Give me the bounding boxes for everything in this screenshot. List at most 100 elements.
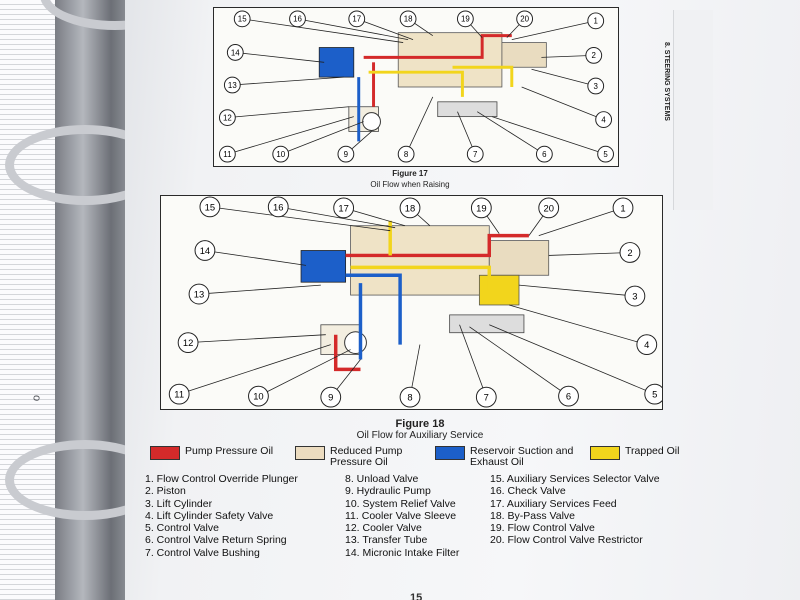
callout-bubble (399, 386, 421, 408)
callout-leader-line (343, 207, 406, 227)
callout-bubble (624, 285, 646, 307)
callout-bubble (595, 111, 613, 128)
callout-leader-line (258, 349, 351, 397)
parts-list-column-1: 1. Flow Control Override Plunger 2. Pist… (145, 473, 298, 559)
callout-number: 17 (352, 15, 361, 24)
callout-leader-line (232, 76, 344, 86)
callout-number: 1 (594, 17, 598, 26)
list-item: 15. Auxiliary Services Selector Valve (490, 473, 660, 485)
callout-bubble (218, 145, 236, 163)
legend-swatch (435, 446, 465, 460)
callout-number: 19 (476, 202, 486, 213)
list-item: 2. Piston (145, 485, 186, 498)
callout-bubble (585, 47, 603, 64)
list-item: 9. Hydraulic Pump (345, 485, 431, 498)
legend-label: Reduced Pump Pressure Oil (330, 445, 403, 468)
legend-label: Trapped Oil (625, 445, 680, 457)
callout-number: 8 (407, 391, 412, 402)
list-item: 6. Control Valve Return Spring (145, 534, 287, 547)
legend-label: Pump Pressure Oil (185, 445, 274, 457)
callout-number: 6 (542, 150, 547, 159)
callout-number: 10 (276, 150, 285, 159)
callout-number: 20 (543, 202, 553, 213)
callout-leader-line (227, 116, 354, 155)
legend-swatch (150, 446, 180, 460)
parts-list-column-2: 8. Unload Valve 9. Hydraulic Pump 10. Sy… (345, 473, 459, 559)
callout-leader-line (521, 86, 604, 120)
callout-bubble (612, 197, 634, 219)
callout-bubble (538, 197, 560, 219)
callout-number: 2 (592, 51, 596, 60)
callout-leader-line (356, 18, 414, 40)
section-tab[interactable] (673, 10, 713, 210)
list-item: 4. Lift Cylinder Safety Valve (145, 509, 274, 522)
callout-number: 3 (632, 290, 637, 301)
list-item: 16. Check Valve (490, 485, 566, 498)
callout-bubble (248, 385, 269, 407)
callout-leader-line (531, 68, 596, 87)
figure-18-caption: Oil Flow for Auxiliary Service (356, 430, 484, 441)
legend-label: Reservoir Suction and Exhaust Oil (470, 445, 574, 468)
callout-leader-line (198, 284, 321, 295)
callout-bubble (226, 44, 244, 61)
callout-bubble (535, 145, 553, 163)
list-item: 12. Cooler Valve (345, 522, 422, 535)
callout-bubble (475, 386, 497, 408)
callout-leader-line (548, 252, 630, 256)
callout-bubble (337, 145, 355, 163)
callout-leader-line (280, 121, 364, 155)
callout-leader-line (242, 18, 404, 43)
callout-number: 16 (273, 201, 283, 212)
callout-number: 13 (194, 288, 204, 299)
list-item: 11. Cooler Valve Sleeve (345, 509, 457, 522)
callout-leader-line (459, 324, 487, 398)
callout-number: 8 (404, 150, 409, 159)
callout-leader-line (518, 284, 635, 297)
callout-number: 4 (644, 339, 649, 350)
callout-number: 15 (238, 15, 247, 24)
list-item: 1. Flow Control Override Plunger (145, 473, 298, 485)
callout-bubble (168, 383, 190, 405)
legend-swatch (590, 446, 620, 460)
list-item: 13. Transfer Tube (345, 534, 428, 547)
callout-number: 18 (404, 15, 413, 24)
callout-number: 11 (223, 150, 231, 159)
parts-list-column-3: 15. Auxiliary Services Selector Valve 16… (490, 473, 660, 547)
callout-leader-line (491, 116, 606, 155)
callout-number: 15 (205, 201, 215, 212)
callout-number: 17 (338, 202, 348, 213)
callout-number: 5 (603, 150, 608, 159)
callout-number: 11 (174, 389, 184, 400)
legend-item-trapped-oil: Trapped Oil (590, 446, 705, 460)
callout-leader-line (477, 111, 545, 155)
callout-bubble (289, 10, 306, 28)
callout-number: 6 (566, 391, 571, 402)
callout-leader-line (489, 324, 655, 395)
callout-leader-line (179, 344, 331, 395)
callout-bubble (399, 197, 421, 219)
figure-17-title: Figure 17 (392, 169, 428, 178)
callout-leader-line (538, 207, 624, 237)
callout-number: 9 (328, 391, 333, 402)
callout-leader-line (278, 206, 396, 229)
figure-18-title: Figure 18 (395, 418, 445, 430)
callout-bubble (644, 383, 662, 405)
callout-bubble (320, 386, 342, 408)
callout-number: 5 (652, 389, 657, 400)
callout-number: 1 (620, 202, 625, 213)
list-item: 19. Flow Control Valve (490, 522, 595, 535)
callout-bubble (456, 10, 474, 28)
callout-bubble (333, 197, 355, 219)
callout-number: 3 (594, 82, 599, 91)
callout-bubble (272, 145, 290, 163)
list-item: 5. Control Valve (145, 522, 219, 535)
callout-number: 12 (183, 337, 193, 348)
callout-number: 4 (601, 115, 606, 124)
list-item: 3. Lift Cylinder (145, 497, 213, 510)
callout-number: 2 (627, 247, 632, 258)
callout-number: 19 (461, 15, 470, 24)
list-item: 10. System Relief Valve (345, 497, 456, 510)
callout-leader-line (541, 55, 594, 58)
callout-leader-line (235, 52, 325, 63)
